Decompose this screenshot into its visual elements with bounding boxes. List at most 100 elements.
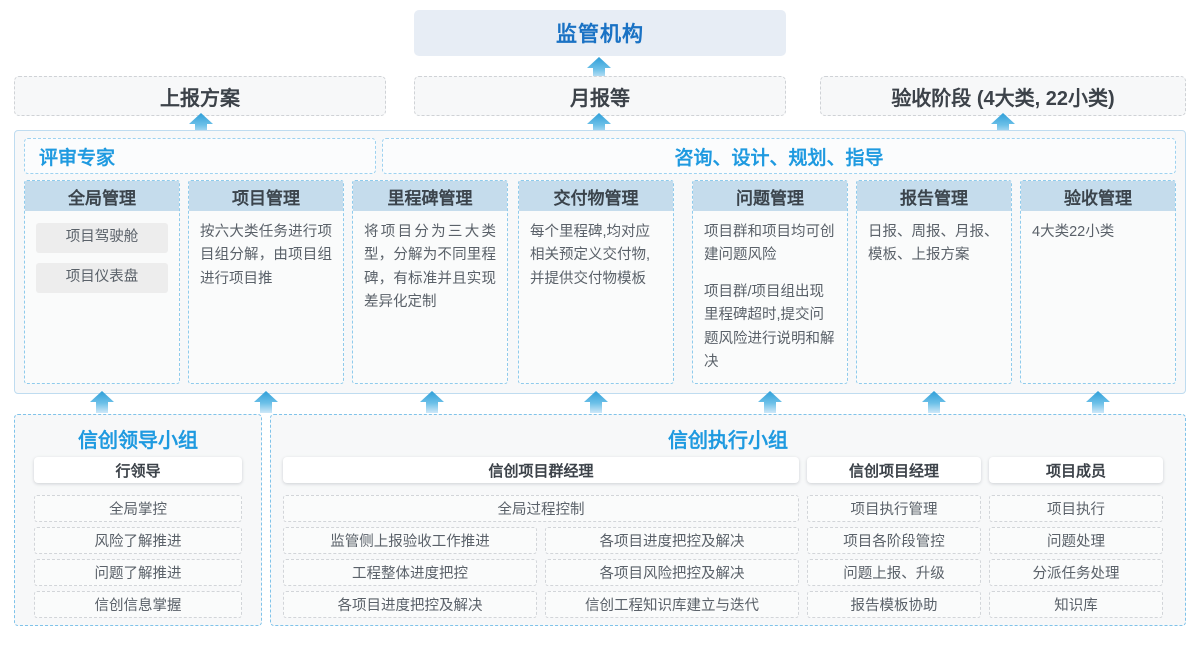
channel-box-acceptance-stage[interactable]: 验收阶段 (4大类, 22小类): [820, 76, 1186, 116]
arrow-up-column-2: [253, 390, 279, 414]
task-item[interactable]: 问题处理: [989, 527, 1163, 554]
capability-column-report-management[interactable]: 报告管理 日报、周报、月报、模板、上报方案: [856, 180, 1012, 384]
capability-paragraph: 4大类22小类: [1032, 224, 1115, 240]
capability-column-title: 问题管理: [693, 181, 847, 211]
capability-paragraph: 项目群和项目均可创建问题风险: [704, 224, 835, 264]
consulting-heading: 咨询、设计、规划、指导: [382, 138, 1176, 174]
task-label: 各项目进度把控及解决: [337, 598, 483, 614]
arrow-up-to-monthly-report: [586, 112, 612, 136]
role-header-label: 信创项目群经理: [488, 462, 594, 480]
task-label: 知识库: [1054, 598, 1098, 614]
arrow-up-to-acceptance-stage: [990, 112, 1016, 136]
arrow-up-column-1: [89, 390, 115, 414]
capability-column-body: 将项目分为三大类型，分解为不同里程碑，有标准并且实现差异化定制: [353, 211, 507, 323]
capability-column-deliverable-management[interactable]: 交付物管理 每个里程碑,均对应相关预定义交付物,并提供交付物模板: [518, 180, 674, 384]
task-label: 各项目进度把控及解决: [599, 534, 745, 550]
leading-group-title: 信创领导小组: [78, 430, 198, 452]
task-item[interactable]: 各项目进度把控及解决: [545, 527, 799, 554]
capability-paragraph: 项目群/项目组出现里程碑超时,提交问题风险进行说明和解决: [704, 283, 835, 371]
capability-column-title: 项目管理: [189, 181, 343, 211]
capability-paragraph: 日报、周报、月报、模板、上报方案: [868, 224, 999, 264]
capability-column-title: 里程碑管理: [353, 181, 507, 211]
task-item-wide[interactable]: 全局过程控制: [283, 495, 799, 522]
reviewer-heading: 评审专家: [24, 138, 376, 174]
reviewer-heading-label: 评审专家: [39, 147, 116, 169]
task-label: 问题上报、升级: [843, 566, 945, 582]
arrow-up-to-report-plan: [188, 112, 214, 136]
arrow-up-column-5: [757, 390, 783, 414]
task-label: 问题了解推进: [94, 566, 182, 582]
role-header-label: 信创项目经理: [848, 462, 939, 480]
capability-paragraph: 按六大类任务进行项目组分解，由项目组进行项目推: [200, 224, 332, 287]
capability-column-issue-management[interactable]: 问题管理 项目群和项目均可创建问题风险 项目群/项目组出现里程碑超时,提交问题风…: [692, 180, 848, 384]
capability-column-body: 4大类22小类: [1021, 211, 1175, 252]
task-label: 各项目风险把控及解决: [599, 566, 745, 582]
task-item[interactable]: 知识库: [989, 591, 1163, 618]
capability-column-body: 项目驾驶舱 项目仪表盘: [25, 211, 179, 311]
arrow-up-column-3: [419, 390, 445, 414]
task-label: 风险了解推进: [94, 534, 182, 550]
task-item[interactable]: 各项目进度把控及解决: [283, 591, 537, 618]
channel-box-monthly-report[interactable]: 月报等: [414, 76, 786, 116]
task-item[interactable]: 全局掌控: [34, 495, 242, 522]
capability-column-body: 按六大类任务进行项目组分解，由项目组进行项目推: [189, 211, 343, 299]
task-item[interactable]: 信创信息掌握: [34, 591, 242, 618]
capability-column-body: 每个里程碑,均对应相关预定义交付物,并提供交付物模板: [519, 211, 673, 299]
task-label: 监管侧上报验收工作推进: [330, 534, 490, 550]
arrow-up-to-regulator: [586, 56, 612, 80]
arrow-up-column-7: [1085, 390, 1111, 414]
task-item[interactable]: 项目执行: [989, 495, 1163, 522]
task-label: 工程整体进度把控: [352, 566, 468, 582]
task-label: 分派任务处理: [1032, 566, 1120, 582]
channel-label: 上报方案: [160, 87, 240, 110]
capability-paragraph: 将项目分为三大类型，分解为不同里程碑，有标准并且实现差异化定制: [364, 224, 496, 311]
capability-column-project-management[interactable]: 项目管理 按六大类任务进行项目组分解，由项目组进行项目推: [188, 180, 344, 384]
capability-chip[interactable]: 项目仪表盘: [36, 263, 168, 293]
task-label: 问题处理: [1047, 534, 1105, 550]
task-item[interactable]: 问题了解推进: [34, 559, 242, 586]
capability-column-title: 交付物管理: [519, 181, 673, 211]
capability-column-global-management[interactable]: 全局管理 项目驾驶舱 项目仪表盘: [24, 180, 180, 384]
task-item[interactable]: 监管侧上报验收工作推进: [283, 527, 537, 554]
channel-label: 验收阶段 (4大类, 22小类): [891, 87, 1115, 110]
role-header-project-manager[interactable]: 信创项目经理: [807, 457, 981, 483]
role-header-bank-leader[interactable]: 行领导: [34, 457, 242, 483]
task-item[interactable]: 各项目风险把控及解决: [545, 559, 799, 586]
execution-group-title: 信创执行小组: [668, 430, 788, 452]
role-header-label: 项目成员: [1045, 462, 1106, 480]
arrow-up-column-6: [921, 390, 947, 414]
task-item[interactable]: 报告模板协助: [807, 591, 981, 618]
capability-column-body: 日报、周报、月报、模板、上报方案: [857, 211, 1011, 276]
arrow-up-column-4: [583, 390, 609, 414]
consulting-heading-label: 咨询、设计、规划、指导: [674, 147, 884, 169]
capability-column-title: 全局管理: [25, 181, 179, 211]
role-header-program-manager[interactable]: 信创项目群经理: [283, 457, 799, 483]
capability-chip[interactable]: 项目驾驶舱: [36, 223, 168, 253]
task-label: 项目执行: [1047, 502, 1105, 518]
task-label: 信创工程知识库建立与迭代: [585, 598, 759, 614]
capability-column-title: 验收管理: [1021, 181, 1175, 211]
role-header-project-member[interactable]: 项目成员: [989, 457, 1163, 483]
task-label: 信创信息掌握: [94, 598, 182, 614]
task-label: 项目各阶段管控: [843, 534, 945, 550]
regulator-box: 监管机构: [414, 10, 786, 56]
channel-box-report-plan[interactable]: 上报方案: [14, 76, 386, 116]
capability-column-title: 报告管理: [857, 181, 1011, 211]
task-item[interactable]: 项目各阶段管控: [807, 527, 981, 554]
regulator-label: 监管机构: [556, 23, 644, 46]
task-item[interactable]: 信创工程知识库建立与迭代: [545, 591, 799, 618]
task-item[interactable]: 风险了解推进: [34, 527, 242, 554]
capability-column-milestone-management[interactable]: 里程碑管理 将项目分为三大类型，分解为不同里程碑，有标准并且实现差异化定制: [352, 180, 508, 384]
channel-label: 月报等: [570, 87, 630, 110]
capability-column-acceptance-management[interactable]: 验收管理 4大类22小类: [1020, 180, 1176, 384]
capability-paragraph: 每个里程碑,均对应相关预定义交付物,并提供交付物模板: [530, 224, 651, 287]
task-item[interactable]: 项目执行管理: [807, 495, 981, 522]
task-label: 项目执行管理: [850, 502, 938, 518]
task-label: 报告模板协助: [850, 598, 938, 614]
task-label: 全局掌控: [109, 502, 167, 518]
task-item[interactable]: 问题上报、升级: [807, 559, 981, 586]
task-item[interactable]: 工程整体进度把控: [283, 559, 537, 586]
role-header-label: 行领导: [115, 462, 161, 480]
task-item[interactable]: 分派任务处理: [989, 559, 1163, 586]
